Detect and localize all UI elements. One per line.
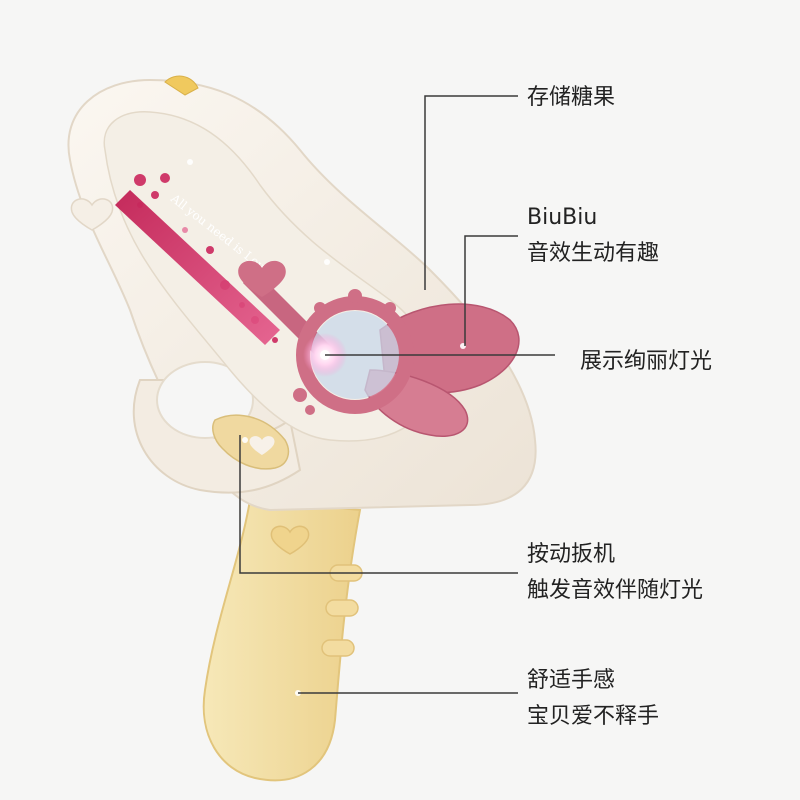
shell-dots — [187, 159, 466, 696]
callout-text: 舒适手感 — [527, 668, 616, 693]
callout-storage: 存储糖果 — [527, 80, 615, 116]
top-button — [164, 75, 199, 96]
grip-ridges — [321, 564, 363, 657]
ring-knobs — [293, 289, 396, 415]
heart-icon — [70, 198, 114, 231]
candy-storage-tube — [115, 190, 280, 345]
callout-grip: 舒适手感 宝贝爱不释手 — [527, 663, 659, 735]
callout-text: 展示绚丽灯光 — [580, 349, 713, 374]
callout-text: BiuBiu — [527, 205, 598, 230]
callout-text: 触发音效伴随灯光 — [527, 578, 704, 603]
callout-line-storage — [424, 95, 518, 290]
heart-icon — [249, 436, 275, 455]
callout-text: 存储糖果 — [527, 85, 616, 110]
heart-icon — [238, 260, 286, 297]
callout-lines — [239, 95, 555, 694]
callout-light: 展示绚丽灯光 — [580, 344, 712, 380]
callout-trigger: 按动扳机 触发音效伴随灯光 — [527, 537, 703, 609]
callout-line-sound — [464, 235, 518, 346]
grip-handle — [202, 498, 362, 782]
callout-line-trigger — [239, 435, 518, 574]
callout-text: 宝贝爱不释手 — [527, 704, 660, 729]
callout-text: 按动扳机 — [527, 542, 616, 567]
callout-text: 音效生动有趣 — [527, 241, 660, 266]
heart-icon — [270, 525, 310, 555]
callout-sound: BiuBiu 音效生动有趣 — [527, 200, 659, 272]
